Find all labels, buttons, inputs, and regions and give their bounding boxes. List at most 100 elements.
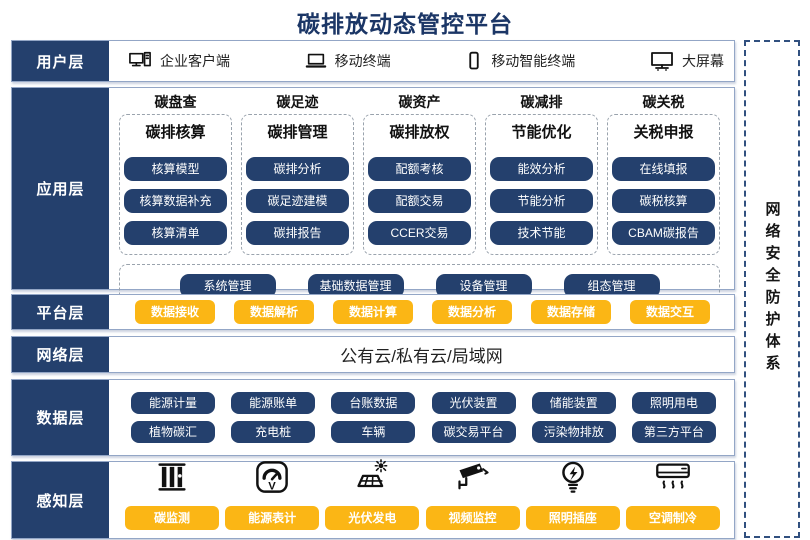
data-layer-line2: 植物碳汇 充电桩 车辆 碳交易平台 污染物排放 第三方平台	[131, 421, 716, 443]
data-layer-line1: 能源计量 能源账单 台账数据 光伏装置 储能装置 照明用电	[131, 392, 716, 414]
monitor-icon	[649, 49, 675, 73]
air-conditioner-icon	[654, 459, 692, 500]
app-function-chip: CBAM碳报告	[612, 221, 715, 245]
platform-layer-label: 平台层	[12, 295, 109, 329]
data-chip: 能源计量	[131, 392, 215, 414]
platform-chip: 数据接收	[135, 300, 215, 324]
app-column-header: 碳减排	[520, 94, 563, 110]
app-column-box: 碳排放权 配额考核 配额交易 CCER交易	[363, 114, 476, 255]
data-layer-row: 数据层 能源计量 能源账单 台账数据 光伏装置 储能装置 照明用电 植物碳汇 充…	[11, 379, 735, 456]
user-item-label: 大屏幕	[681, 53, 724, 69]
platform-layer-row: 平台层 数据接收 数据解析 数据计算 数据分析 数据存储 数据交互	[11, 294, 735, 330]
user-layer-label: 用户层	[12, 41, 109, 81]
svg-text:V: V	[268, 480, 276, 492]
application-columns: 碳盘查 碳排核算 核算模型 核算数据补充 核算清单 碳足迹 碳排管理 碳排分析 …	[109, 88, 734, 255]
light-bulb-icon	[555, 459, 591, 500]
data-chip: 储能装置	[531, 392, 616, 414]
security-protection-label: 网络安全防护体系	[763, 201, 781, 377]
application-layer-label: 应用层	[12, 88, 109, 289]
app-column-header: 碳盘查	[154, 94, 197, 110]
user-layer-items: 企业客户端 移动终端 移动智能终端	[109, 41, 734, 81]
app-function-chip: 在线填报	[612, 157, 715, 181]
data-chip: 光伏装置	[431, 392, 516, 414]
app-function-chip: 配额考核	[368, 157, 471, 181]
data-chip: 能源账单	[231, 392, 316, 414]
user-layer-row: 用户层 企业客户端 移动终端	[11, 40, 735, 82]
data-chip: 碳交易平台	[431, 421, 516, 443]
application-layer-row: 应用层 碳盘查 碳排核算 核算模型 核算数据补充 核算清单 碳足迹 碳排管理	[11, 87, 735, 308]
app-column-box: 碳排核算 核算模型 核算数据补充 核算清单	[119, 114, 232, 255]
app-function-chip: 核算清单	[124, 221, 227, 245]
network-layer-text: 公有云/私有云/局域网	[340, 347, 503, 366]
network-layer-row: 网络层 公有云/私有云/局域网	[11, 336, 735, 373]
data-chip: 台账数据	[331, 392, 416, 414]
data-chip: 车辆	[331, 421, 416, 443]
app-function-chip: 核算数据补充	[124, 189, 227, 213]
perception-chip: 能源表计	[225, 506, 320, 530]
app-function-chip: 核算模型	[124, 157, 227, 181]
data-chip: 植物碳汇	[131, 421, 215, 443]
app-function-chip: CCER交易	[368, 221, 471, 245]
platform-items: 数据接收 数据解析 数据计算 数据分析 数据存储 数据交互	[109, 295, 734, 329]
app-function-chip: 技术节能	[490, 221, 593, 245]
app-column-carbon-tariff: 碳关税 关税申报 在线填报 碳税核算 CBAM碳报告	[607, 92, 720, 255]
perception-item-carbon-monitor: 碳监测	[125, 459, 219, 530]
platform-chip: 数据计算	[333, 300, 413, 324]
app-function-chip: 碳排报告	[246, 221, 349, 245]
app-column-box: 关税申报 在线填报 碳税核算 CBAM碳报告	[607, 114, 720, 255]
data-layer-grid: 能源计量 能源账单 台账数据 光伏装置 储能装置 照明用电 植物碳汇 充电桩 车…	[109, 380, 734, 455]
perception-chip: 光伏发电	[325, 506, 420, 530]
user-item-label: 企业客户端	[160, 53, 230, 69]
app-column-box: 节能优化 能效分析 节能分析 技术节能	[485, 114, 598, 255]
perception-layer-row: 感知层 碳监测 V 能源表计	[11, 459, 735, 539]
data-chip: 第三方平台	[631, 421, 716, 443]
app-column-carbon-inventory: 碳盘查 碳排核算 核算模型 核算数据补充 核算清单	[119, 92, 232, 255]
app-column-carbon-reduction: 碳减排 节能优化 能效分析 节能分析 技术节能	[485, 92, 598, 255]
app-column-carbon-asset: 碳资产 碳排放权 配额考核 配额交易 CCER交易	[363, 92, 476, 255]
user-item-label: 移动智能终端	[491, 53, 576, 69]
app-column-subheader: 节能优化	[511, 124, 572, 141]
carbon-monitor-icon	[154, 459, 190, 500]
app-column-header: 碳关税	[642, 94, 685, 110]
app-function-chip: 配额交易	[368, 189, 471, 213]
app-column-subheader: 碳排管理	[267, 124, 328, 141]
app-column-carbon-footprint: 碳足迹 碳排管理 碳排分析 碳足迹建模 碳排报告	[241, 92, 354, 255]
user-item-big-screen: 大屏幕	[649, 49, 724, 73]
smartphone-icon	[464, 49, 484, 73]
data-layer-label: 数据层	[12, 380, 109, 455]
platform-chip: 数据存储	[531, 300, 611, 324]
security-protection-box: 网络安全防护体系	[744, 40, 800, 538]
page-title: 碳排放动态管控平台	[297, 11, 513, 37]
data-chip: 充电桩	[231, 421, 316, 443]
perception-item-solar-panel: 光伏发电	[325, 459, 420, 530]
energy-meter-icon: V	[254, 459, 290, 500]
perception-chip: 碳监测	[125, 506, 219, 530]
perception-chip: 视频监控	[425, 506, 520, 530]
network-layer-label: 网络层	[12, 337, 109, 372]
perception-item-cctv: 视频监控	[425, 459, 520, 530]
perception-items: 碳监测 V 能源表计 光伏发电	[109, 459, 734, 538]
platform-chip: 数据交互	[630, 300, 710, 324]
platform-chip: 数据分析	[432, 300, 512, 324]
cctv-camera-icon	[455, 459, 491, 500]
app-column-header: 碳资产	[398, 94, 441, 110]
app-column-subheader: 关税申报	[633, 124, 694, 141]
laptop-icon	[304, 50, 328, 72]
desktop-pc-icon	[127, 50, 153, 72]
perception-item-air-conditioner: 空调制冷	[625, 459, 720, 530]
app-function-chip: 能效分析	[490, 157, 593, 181]
app-function-chip: 碳足迹建模	[246, 189, 349, 213]
data-chip: 照明用电	[631, 392, 716, 414]
user-item-smart-terminal: 移动智能终端	[464, 49, 575, 73]
user-item-enterprise-client: 企业客户端	[127, 50, 230, 72]
app-function-chip: 碳税核算	[612, 189, 715, 213]
platform-chip: 数据解析	[234, 300, 314, 324]
app-function-chip: 节能分析	[490, 189, 593, 213]
perception-layer-label: 感知层	[12, 462, 109, 538]
app-function-chip: 碳排分析	[246, 157, 349, 181]
data-chip: 污染物排放	[531, 421, 616, 443]
solar-panel-icon	[354, 459, 390, 500]
app-column-subheader: 碳排核算	[145, 124, 206, 141]
app-column-header: 碳足迹	[276, 94, 319, 110]
